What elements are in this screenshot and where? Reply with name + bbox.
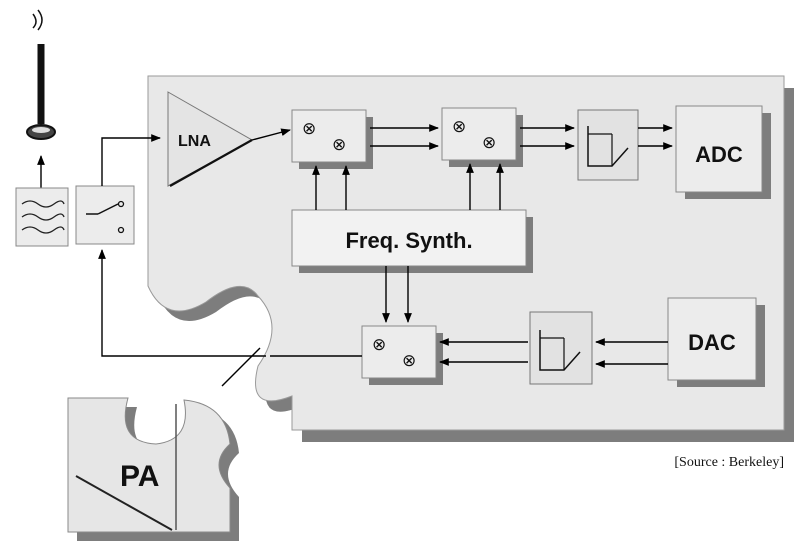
antenna-icon [26, 9, 56, 190]
rx-mixer-2: ⊗ ⊗ [441, 107, 523, 167]
lna-block: LNA [167, 91, 291, 187]
mixer-icon: ⊗ [402, 351, 416, 371]
mixer-icon: ⊗ [452, 117, 466, 137]
mixer-icon: ⊗ [372, 335, 386, 355]
tx-mixer: ⊗ ⊗ [361, 325, 443, 385]
adc-block: ADC [675, 105, 771, 199]
freq-synth-label: Freq. Synth. [345, 228, 472, 253]
rx-lowpass-filter [577, 109, 639, 181]
rf-filter-block [15, 187, 69, 247]
mixer-icon: ⊗ [332, 135, 346, 155]
rx-mixer-1: ⊗ ⊗ [291, 109, 373, 169]
tx-rx-switch-block [75, 185, 135, 245]
pa-triangle-edge [75, 475, 173, 531]
pa-puzzle-piece [67, 397, 239, 541]
freq-synth-block: Freq. Synth. [291, 209, 533, 273]
lna-label: LNA [178, 133, 211, 150]
tx-path-wire [98, 249, 266, 387]
source-caption: [Source : Berkeley] [674, 455, 784, 470]
pa-label: PA [120, 460, 159, 493]
dac-block: DAC [667, 297, 765, 387]
adc-label: ADC [695, 142, 743, 167]
dac-label: DAC [688, 330, 736, 355]
rx-path-wire [101, 134, 161, 186]
tx-lowpass-filter [529, 311, 593, 385]
mixer-icon: ⊗ [482, 133, 496, 153]
mixer-icon: ⊗ [302, 119, 316, 139]
